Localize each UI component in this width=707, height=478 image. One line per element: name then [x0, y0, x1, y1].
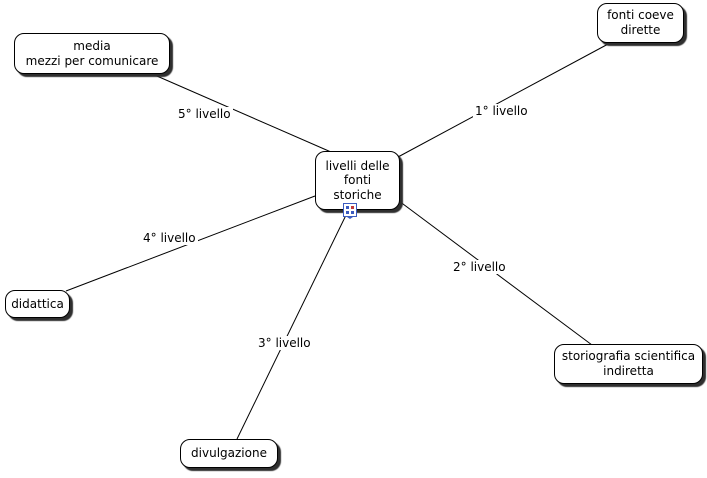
edge-label-4-livello[interactable]: 4° livello [141, 231, 198, 245]
edge-line-5-livello [149, 72, 332, 153]
node-storiografia-scientifica-indiretta[interactable]: storiografia scientifica indiretta [554, 344, 703, 384]
node-fonti-coeve-dirette[interactable]: fonti coeve dirette [597, 3, 684, 43]
edge-label-5-livello[interactable]: 5° livello [176, 107, 233, 121]
edge-line-3-livello [236, 210, 349, 440]
edge-label-1-livello[interactable]: 1° livello [473, 104, 530, 118]
edge-label-2-livello[interactable]: 2° livello [451, 260, 508, 274]
node-divulgazione[interactable]: divulgazione [180, 439, 278, 468]
edge-line-1-livello [397, 42, 611, 158]
attached-resource-icon[interactable] [343, 203, 357, 219]
node-media[interactable]: media mezzi per comunicare [14, 33, 170, 74]
edge-label-3-livello[interactable]: 3° livello [256, 336, 313, 350]
node-didattica[interactable]: didattica [5, 290, 70, 318]
node-livelli-delle-fonti-storiche[interactable]: livelli delle fonti storiche [315, 151, 400, 210]
